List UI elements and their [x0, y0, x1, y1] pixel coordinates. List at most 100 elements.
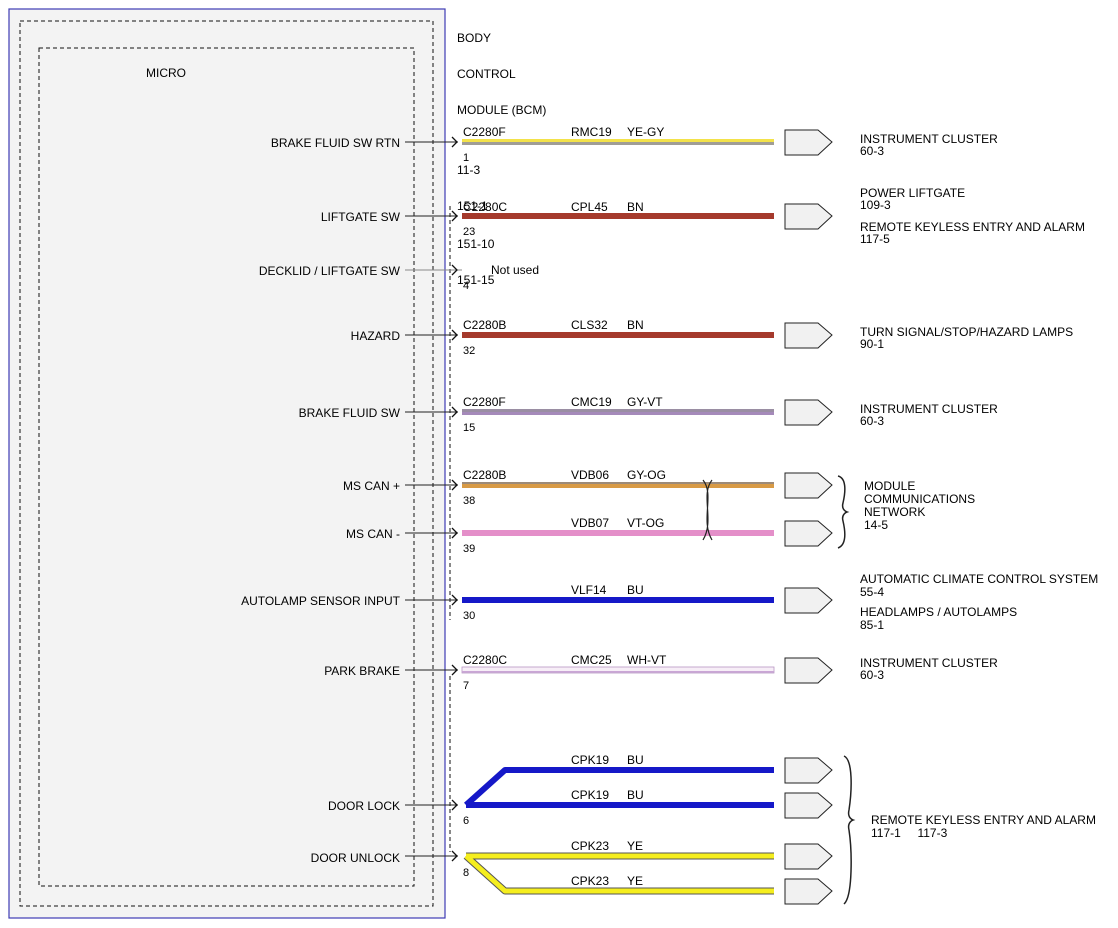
wire-color-code: BU — [627, 583, 644, 597]
destination-instrument-cluster: INSTRUMENT CLUSTER 60-3 — [860, 656, 998, 682]
wire-color-code: YE — [627, 839, 643, 853]
twisted-pair-icon — [702, 479, 713, 541]
circuit-row: DECKLID / LIFTGATE SW Not used 4 — [259, 263, 539, 292]
circuit-number: VLF14 — [571, 583, 607, 597]
circuit-row: DOOR UNLOCK 8 CPK23 YE CPK23 YE — [311, 839, 833, 905]
circuit-label: DECKLID / LIFTGATE SW — [259, 264, 401, 278]
wire — [464, 854, 774, 894]
circuit-row: PARK BRAKE C2280C CMC25 WH-VT 7 — [324, 653, 833, 692]
connector-chevron-icon — [451, 264, 458, 276]
wire-stripe — [462, 482, 774, 484]
pin-number: 6 — [463, 815, 469, 827]
circuit-row: BRAKE FLUID SW C2280F CMC19 GY-VT 15 — [299, 395, 833, 434]
circuit-label: MS CAN - — [346, 527, 400, 541]
destination-title: AUTOMATIC CLIMATE CONTROL SYSTEM — [860, 572, 1098, 586]
destination-instrument-cluster: INSTRUMENT CLUSTER 60-3 — [860, 402, 998, 428]
pin-number: 4 — [463, 280, 469, 292]
module-name-line: BODY — [457, 31, 492, 45]
circuit-number: CPK19 — [571, 788, 609, 802]
module-name-line: MODULE (BCM) — [457, 103, 547, 117]
destination-arrow-icon — [784, 399, 833, 426]
circuit-number: CPL45 — [571, 200, 608, 214]
connector-chevron-icon — [451, 594, 458, 606]
destination-ref: 109-3 — [860, 198, 891, 212]
pin-number: 1 — [463, 152, 469, 164]
pin-number: 15 — [463, 422, 475, 434]
destination-instrument-cluster: INSTRUMENT CLUSTER 60-3 — [860, 132, 998, 158]
connector-chevron-icon — [451, 406, 458, 418]
wire-color-code: WH-VT — [627, 653, 667, 667]
wire-stripe — [462, 409, 774, 412]
destination-ref: 117-1 117-3 — [871, 826, 948, 840]
wire-color-code: BU — [627, 788, 644, 802]
destination-arrow-icon — [784, 322, 833, 349]
circuit-label: MS CAN + — [343, 479, 400, 493]
pin-number: 30 — [463, 610, 475, 622]
circuit-row: DOOR LOCK 6 CPK19 BU CPK19 BU — [328, 753, 833, 827]
destination-ref: 60-3 — [860, 414, 884, 428]
circuit-number: RMC19 — [571, 125, 612, 139]
wire — [462, 213, 774, 219]
connector-id: C2280C — [463, 653, 507, 667]
wire — [461, 666, 775, 674]
wire-stripe — [462, 139, 774, 142]
destination-arrow-icon — [784, 657, 833, 684]
wire-outline — [463, 853, 774, 895]
destination-hazard-lamps: TURN SIGNAL/STOP/HAZARD LAMPS 90-1 — [860, 325, 1073, 351]
not-used-note: Not used — [491, 263, 539, 277]
destination-liftgate: POWER LIFTGATE 109-3 REMOTE KEYLESS ENTR… — [860, 186, 1085, 246]
connector-chevron-icon — [451, 329, 458, 341]
pin-number: 39 — [463, 543, 475, 555]
destination-title: NETWORK — [864, 505, 925, 519]
destination-title: INSTRUMENT CLUSTER — [860, 132, 998, 146]
destination-title: INSTRUMENT CLUSTER — [860, 656, 998, 670]
circuit-label: AUTOLAMP SENSOR INPUT — [241, 594, 401, 608]
module-name-line: CONTROL — [457, 67, 516, 81]
circuit-number: CMC19 — [571, 395, 612, 409]
destination-arrow-icon — [784, 792, 833, 819]
destination-comm-network: MODULE COMMUNICATIONS NETWORK 14-5 — [864, 479, 975, 532]
connector-id: C2280B — [463, 318, 506, 332]
circuit-number: CMC25 — [571, 653, 612, 667]
pin-number: 8 — [463, 867, 469, 879]
circuit-label: PARK BRAKE — [324, 664, 400, 678]
circuit-label: BRAKE FLUID SW — [299, 406, 401, 420]
circuit-row: MS CAN + C2280B VDB06 GY-OG 38 — [343, 468, 833, 507]
wire — [462, 332, 774, 338]
destination-title: TURN SIGNAL/STOP/HAZARD LAMPS — [860, 325, 1073, 339]
connector-id: C2280B — [463, 468, 506, 482]
destination-arrow-icon — [784, 843, 833, 870]
destination-arrow-icon — [784, 757, 833, 784]
bcm-module-box — [8, 8, 446, 919]
connector-chevron-icon — [451, 210, 458, 222]
wire-stripe — [462, 671, 774, 673]
wire-color-code: BN — [627, 318, 644, 332]
circuit-number: CPK19 — [571, 753, 609, 767]
pin-number: 38 — [463, 495, 475, 507]
wire — [462, 530, 774, 536]
circuit-number: CLS32 — [571, 318, 608, 332]
wire-color-code: BU — [627, 753, 644, 767]
connector-chevron-icon — [451, 850, 458, 862]
circuit-label: LIFTGATE SW — [321, 210, 401, 224]
pin-number: 7 — [463, 680, 469, 692]
wire — [463, 767, 774, 808]
destination-ref: 117-5 — [860, 232, 890, 246]
wire-color-code: GY-OG — [627, 468, 666, 482]
connector-chevron-icon — [451, 664, 458, 676]
circuit-label: DOOR LOCK — [328, 799, 400, 813]
module-ref: 151-1 — [457, 199, 488, 213]
circuit-label: BRAKE FLUID SW RTN — [271, 136, 400, 150]
destination-title: HEADLAMPS / AUTOLAMPS — [860, 605, 1017, 619]
destination-arrow-icon — [784, 520, 833, 547]
destination-ref: 85-1 — [860, 618, 884, 632]
destination-title: REMOTE KEYLESS ENTRY AND ALARM — [860, 220, 1085, 234]
destination-ref: 90-1 — [860, 337, 884, 351]
connector-chevron-icon — [451, 136, 458, 148]
module-ref: 151-15 — [457, 273, 495, 287]
circuit-number: CPK23 — [571, 874, 609, 888]
bcm-dashed-outer — [19, 20, 434, 907]
circuit-number: VDB07 — [571, 516, 609, 530]
circuit-row: MS CAN - VDB07 VT-OG 39 — [346, 516, 833, 555]
